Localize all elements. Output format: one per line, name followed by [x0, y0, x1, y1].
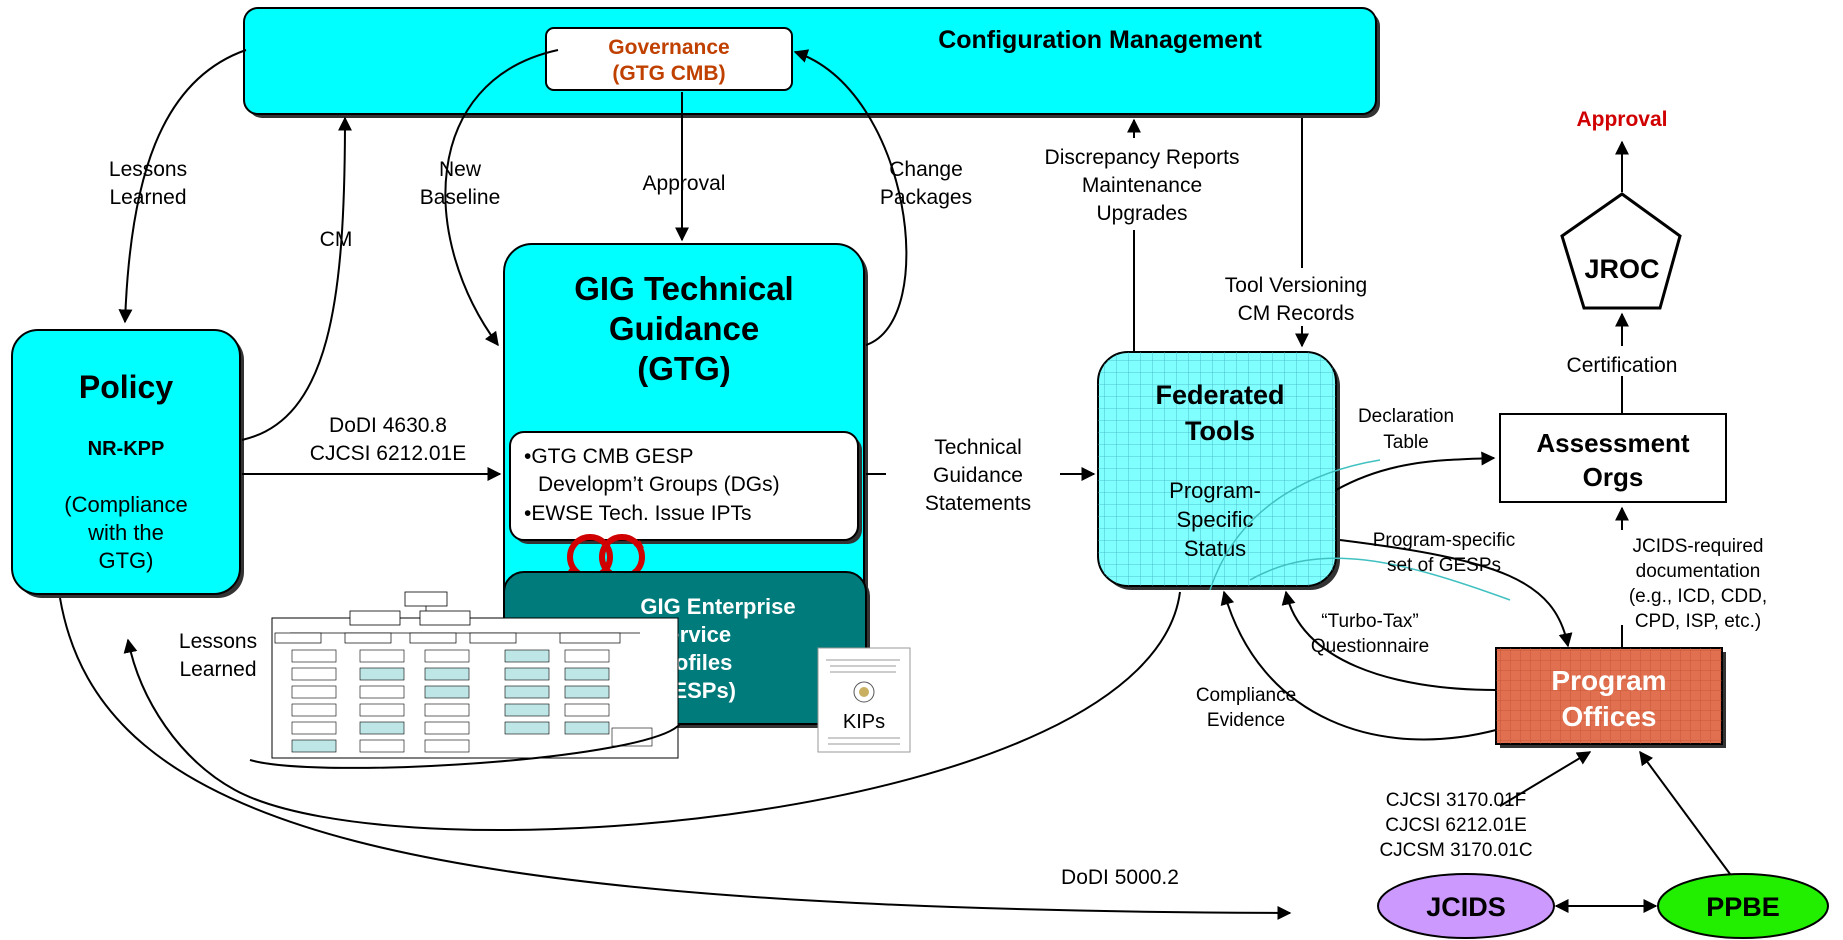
- gesp-set-arrow: [1339, 539, 1573, 648]
- change-packages-label-2: Packages: [880, 186, 972, 209]
- kips-label: KIPs: [843, 711, 885, 733]
- turbo-tax-label-2: Questionnaire: [1311, 636, 1429, 657]
- gtg-bullet-1: •GTG CMB GESP: [524, 445, 694, 468]
- technical-guidance-label-2: Guidance: [933, 464, 1023, 487]
- policy-subtitle: NR-KPP: [88, 438, 165, 460]
- compliance-label-2: Evidence: [1207, 710, 1285, 731]
- declaration-label-2: Table: [1383, 432, 1428, 453]
- compliance-label-1: Compliance: [1196, 685, 1296, 706]
- lessons-learned-top-arrow: [118, 49, 247, 324]
- tool-versioning-label-1: Tool Versioning: [1225, 274, 1367, 297]
- jcids-to-po-arrow: [1499, 751, 1592, 807]
- gtg-line1: GIG Technical: [574, 270, 793, 307]
- approval-top-label: Approval: [1576, 108, 1667, 131]
- federated-line5: Status: [1184, 536, 1246, 561]
- cjcsi-ref-2: CJCSI 6212.01E: [1385, 815, 1527, 836]
- jcids-required-label-1: JCIDS-required: [1633, 536, 1764, 557]
- certification-label: Certification: [1567, 354, 1678, 377]
- approval-mid-label: Approval: [643, 172, 726, 195]
- cyan-curve-2: [1249, 557, 1511, 601]
- ppbe-label: PPBE: [1706, 892, 1780, 922]
- declaration-label-1: Declaration: [1358, 406, 1454, 427]
- org-chart-thumbnail: [271, 591, 679, 759]
- jroc-pentagon: [1560, 192, 1682, 310]
- compliance-arrow: [1220, 590, 1497, 741]
- gtg-bullet-2: Developm’t Groups (DGs): [538, 473, 780, 496]
- program-offices-grid: [1496, 648, 1722, 744]
- new-baseline-label-2: Baseline: [420, 186, 501, 209]
- lessons-learned-top-label-1: Lessons: [109, 158, 187, 181]
- cyan-curve-1: [1209, 459, 1381, 591]
- assessment-line2: Orgs: [1583, 462, 1644, 492]
- turbo-tax-arrow: [1281, 590, 1497, 691]
- governance-line1: Governance: [608, 36, 729, 59]
- lessons-learned-bottom-arrow: [123, 591, 1181, 831]
- dg-box: [509, 431, 859, 541]
- jcids-required-label-2: documentation: [1636, 561, 1761, 582]
- jcids-oval: [1377, 873, 1555, 939]
- cjcsi-ref-3: CJCSM 3170.01C: [1379, 840, 1532, 861]
- assessment-box: [1499, 413, 1727, 503]
- policy-box: [11, 329, 241, 595]
- turbo-tax-label-1: “Turbo-Tax”: [1321, 611, 1418, 632]
- gtg-line3: (GTG): [637, 350, 730, 387]
- dodi-5000-label: DoDI 5000.2: [1061, 866, 1179, 889]
- tool-versioning-label-2: CM Records: [1238, 302, 1355, 325]
- governance-line2: (GTG CMB): [612, 62, 725, 85]
- policy-line2: with the: [87, 520, 164, 545]
- gesp-set-label-1: Program-specific: [1373, 530, 1516, 551]
- lessons-learned-bottom-label-1: Lessons: [179, 630, 257, 653]
- federated-line4: Specific: [1176, 507, 1253, 532]
- discrepancy-label-1: Discrepancy Reports: [1045, 146, 1240, 169]
- new-baseline-label-1: New: [439, 158, 482, 181]
- dodi-policy-label-1: DoDI 4630.8: [329, 414, 447, 437]
- gtg-line2: Guidance: [609, 310, 759, 347]
- policy-line1: (Compliance: [64, 492, 188, 517]
- policy-title: Policy: [79, 369, 173, 405]
- assessment-line1: Assessment: [1536, 428, 1690, 458]
- lessons-learned-top-label-2: Learned: [109, 186, 186, 209]
- cjcsi-ref-1: CJCSI 3170.01F: [1386, 790, 1526, 811]
- kips-document: KIPs: [817, 647, 911, 753]
- change-packages-label-1: Change: [889, 158, 963, 181]
- technical-guidance-label-1: Technical: [934, 436, 1022, 459]
- federated-grid: [1098, 352, 1336, 586]
- jcids-required-label-4: CPD, ISP, etc.): [1635, 611, 1761, 632]
- ppbe-oval: [1657, 873, 1829, 939]
- config-mgmt-title: Configuration Management: [938, 26, 1262, 54]
- program-offices-line2: Offices: [1562, 701, 1657, 732]
- federated-line3: Program-: [1169, 478, 1261, 503]
- ppbe-to-po-arrow: [1639, 750, 1731, 875]
- dodi-5000-arrow: [59, 597, 1292, 920]
- declaration-arrow: [1335, 451, 1496, 491]
- gesp-set-label-2: set of GESPs: [1387, 555, 1501, 576]
- policy-line3: GTG): [99, 548, 154, 573]
- discrepancy-label-3: Upgrades: [1096, 202, 1187, 225]
- program-offices-line1: Program: [1551, 665, 1666, 696]
- lessons-learned-bottom-label-2: Learned: [179, 658, 256, 681]
- change-packages-arrow: [793, 49, 908, 346]
- orgchart-curve: [249, 723, 681, 769]
- dodi-policy-label-2: CJCSI 6212.01E: [310, 442, 466, 465]
- jroc-label: JROC: [1584, 254, 1659, 284]
- gesp-line1: GIG Enterprise: [640, 594, 795, 619]
- federated-line1: Federated: [1155, 380, 1284, 410]
- cm-label: CM: [320, 228, 353, 251]
- gtg-bullet-3: •EWSE Tech. Issue IPTs: [524, 502, 752, 525]
- federated-line2: Tools: [1185, 416, 1255, 446]
- new-baseline-arrow: [444, 49, 559, 347]
- technical-guidance-label-3: Statements: [925, 492, 1031, 515]
- jcids-required-label-3: (e.g., ICD, CDD,: [1629, 586, 1767, 607]
- discrepancy-label-2: Maintenance: [1082, 174, 1202, 197]
- cm-arrow: [241, 116, 352, 441]
- jcids-label: JCIDS: [1426, 892, 1506, 922]
- governance-box: [545, 27, 793, 91]
- config-mgmt-box: [243, 7, 1377, 115]
